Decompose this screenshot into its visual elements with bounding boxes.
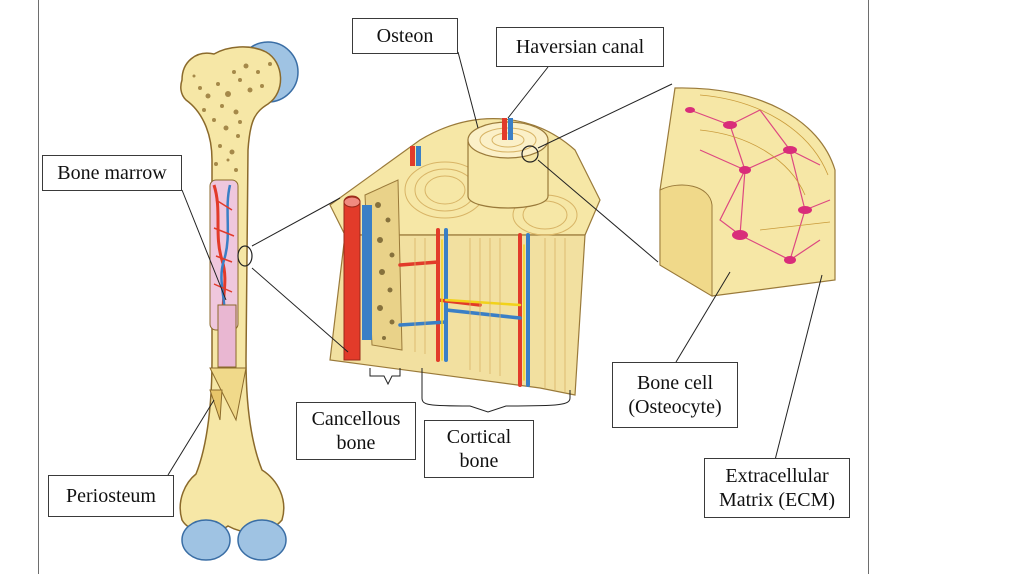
frame-right-border	[868, 0, 869, 574]
label-osteon: Osteon	[352, 18, 458, 54]
frame-left-border	[38, 0, 39, 574]
zoomed-tissue-section	[659, 87, 836, 297]
label-cortical-bone: Cortical bone	[424, 420, 534, 478]
label-periosteum: Periosteum	[48, 475, 174, 517]
long-bone	[179, 41, 299, 561]
leader-lines	[167, 51, 823, 476]
label-haversian-canal: Haversian canal	[496, 27, 664, 67]
bone-tissue-block	[329, 118, 601, 396]
label-cancellous-bone: Cancellous bone	[296, 402, 416, 460]
label-extracellular-matrix: Extracellular Matrix (ECM)	[704, 458, 850, 518]
label-bone-cell: Bone cell (Osteocyte)	[612, 362, 738, 428]
label-bone-marrow: Bone marrow	[42, 155, 182, 191]
